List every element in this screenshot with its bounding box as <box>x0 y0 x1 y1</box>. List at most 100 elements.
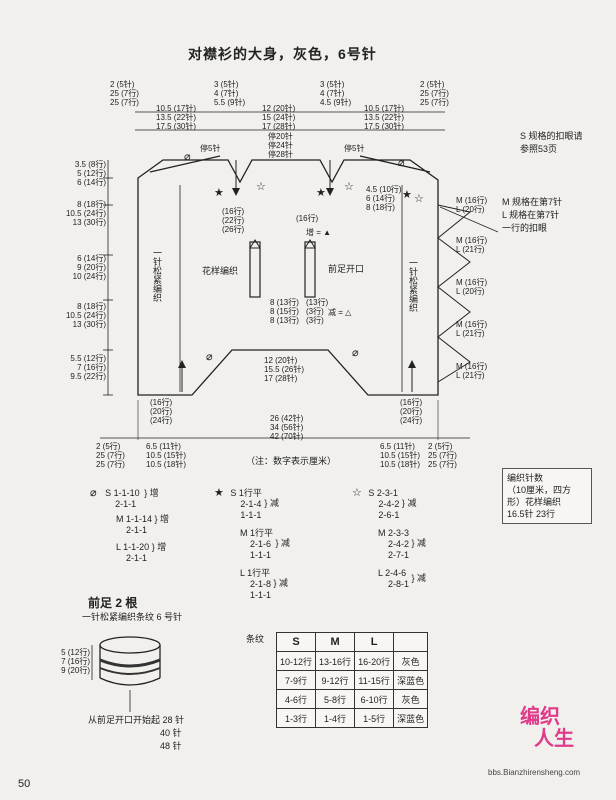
stop-left: 停5针 <box>200 144 221 153</box>
table-cell: 灰色 <box>393 689 429 709</box>
table-row: 10-12行 13-16行 16-20行 灰色 <box>275 651 429 671</box>
stripe-header: M <box>315 632 356 652</box>
table-cell: 10-12行 <box>275 651 317 671</box>
inner-bottom: 8 (13行)8 (15行)8 (13行) <box>270 298 299 325</box>
front-feet-sub: 一针松紧编织条纹 6 号针 <box>82 612 183 622</box>
stripe-header: S <box>275 632 317 652</box>
top-center-left: 3 (5针)4 (7针)5.5 (9针) <box>214 80 246 107</box>
left-opening <box>249 241 261 298</box>
bottom-mid: 12 (20针)15.5 (26针)17 (28针) <box>264 356 305 383</box>
table-cell: 1-3行 <box>275 708 317 728</box>
top-center-right: 3 (5针)4 (7针)4.5 (9针) <box>320 80 352 107</box>
front-opening-label: 前足开口 <box>328 264 365 274</box>
hem-total: 26 (42针)34 (56针)42 (70针) <box>270 414 304 441</box>
table-cell: 6-10行 <box>354 689 395 709</box>
stripe-header <box>393 632 429 652</box>
ml-note-1: M (16行)L (21行) <box>456 236 488 254</box>
top-left-mid: 10.5 (17针)13.5 (22针)17.5 (30针) <box>156 104 197 131</box>
table-cell: 11-15行 <box>354 670 395 690</box>
svg-text:☆: ☆ <box>344 180 354 193</box>
ml-note-0: M (16行)L (20行) <box>456 196 488 214</box>
hem-left-b: 6.5 (11针)10.5 (15针)10.5 (18针) <box>146 442 187 469</box>
front-feet-title: 前足 2 根 <box>88 596 138 610</box>
stop-right: 停5针 <box>344 144 365 153</box>
front-feet-rows: 5 (12行)7 (16行)9 (20行) <box>61 648 90 675</box>
circle-slash-icon: ⌀ <box>90 487 97 499</box>
ml-note-4: M (16行)L (21行) <box>456 362 488 380</box>
table-cell: 9-12行 <box>315 670 356 690</box>
ml-note-2: M (16行)L (20行) <box>456 278 488 296</box>
star-outline-icon: ☆ <box>352 487 362 499</box>
top-right-mid: 10.5 (17针)13.5 (22针)17.5 (30针) <box>364 104 405 131</box>
ml-note-3: M (16行)L (21行) <box>456 320 488 338</box>
table-cell: 13-16行 <box>315 651 356 671</box>
right-bottom: (16行)(20行)(24行) <box>400 398 423 425</box>
stop-center: 停20针停24针停28针 <box>268 132 293 159</box>
right-side-top: 4.5 (10行)6 (14行)8 (18行) <box>366 185 402 212</box>
page-title: 对襟衫的大身，灰色，6号针 <box>188 46 377 62</box>
stripe-label: 条纹 <box>246 634 265 644</box>
stripe-header: L <box>354 632 395 652</box>
left-bottom: (16行)(20行)(24行) <box>150 398 173 425</box>
front-feet-note: 从前足开口开始起 28 针 40 针 48 针 <box>88 715 185 751</box>
inc-label-text: 增 = ▲ <box>306 228 332 237</box>
right-opening <box>304 241 316 298</box>
table-cell: 灰色 <box>393 651 429 671</box>
table-cell: 16-20行 <box>354 651 395 671</box>
table-cell: 深蓝色 <box>393 708 429 728</box>
hem-right-a: 6.5 (11针)10.5 (15针)10.5 (18针) <box>380 442 421 469</box>
left-band-label: 一针松紧编织 <box>152 248 162 302</box>
pattern-label: 花样编织 <box>202 266 239 276</box>
site-logo: 编织 人生 <box>520 706 574 750</box>
right-edge-zigzag <box>437 204 472 383</box>
table-cell: 7-9行 <box>275 670 317 690</box>
hem-right-b: 2 (5行)25 (7行)25 (7行) <box>428 442 457 469</box>
left-side-3: 6 (14行)9 (20行)10 (24行) <box>72 254 106 281</box>
svg-text:☆: ☆ <box>414 192 424 205</box>
svg-text:☆: ☆ <box>256 180 266 193</box>
stripe-table: S M L 10-12行 13-16行 16-20行 灰色 7-9行 9-12行… <box>275 632 429 728</box>
svg-text:⌀: ⌀ <box>206 350 213 363</box>
left-side-5: 5.5 (12行)7 (16行)9.5 (22行) <box>70 354 106 381</box>
svg-text:★: ★ <box>316 186 326 199</box>
svg-text:⌀: ⌀ <box>184 150 191 163</box>
inc-label: (16行) <box>296 214 319 223</box>
cuff-top <box>99 636 161 654</box>
svg-text:★: ★ <box>402 188 412 201</box>
dec-label: 减 = △ <box>328 308 352 317</box>
site-url: bbs.Bianzhirensheng.com <box>488 768 581 777</box>
svg-text:⌀: ⌀ <box>398 156 405 169</box>
table-cell: 4-6行 <box>275 689 317 709</box>
inner-bottom-r: (13行)(3行)(3行) <box>306 298 329 325</box>
top-right-rows: 2 (5针)25 (7行)25 (7行) <box>420 80 449 107</box>
table-row: 7-9行 9-12行 11-15行 深蓝色 <box>275 670 429 690</box>
top-left-rows: 2 (5针)25 (7行)25 (7行) <box>110 80 139 107</box>
star-filled-icon: ★ <box>214 487 224 499</box>
svg-text:★: ★ <box>214 186 224 199</box>
front-inner: (16行)(22行)(26行) <box>222 207 245 234</box>
table-cell: 1-5行 <box>354 708 395 728</box>
svg-text:⌀: ⌀ <box>352 346 359 359</box>
unit-note: （注：数字表示厘米） <box>246 456 337 466</box>
table-cell: 5-8行 <box>315 689 356 709</box>
hem-left-a: 2 (5行)25 (7行)25 (7行) <box>96 442 125 469</box>
table-cell: 深蓝色 <box>393 670 429 690</box>
table-row: 4-6行 5-8行 6-10行 灰色 <box>275 689 429 709</box>
page-number: 50 <box>18 778 31 790</box>
left-side-top: 3.5 (8行)5 (12行)6 (14行) <box>74 160 106 187</box>
table-row: 1-3行 1-4行 1-5行 深蓝色 <box>275 708 429 728</box>
top-center: 12 (20针)15 (24针)17 (28针) <box>262 104 296 131</box>
buttonhole-note: S 规格的扣眼请参照53页 <box>520 131 583 154</box>
